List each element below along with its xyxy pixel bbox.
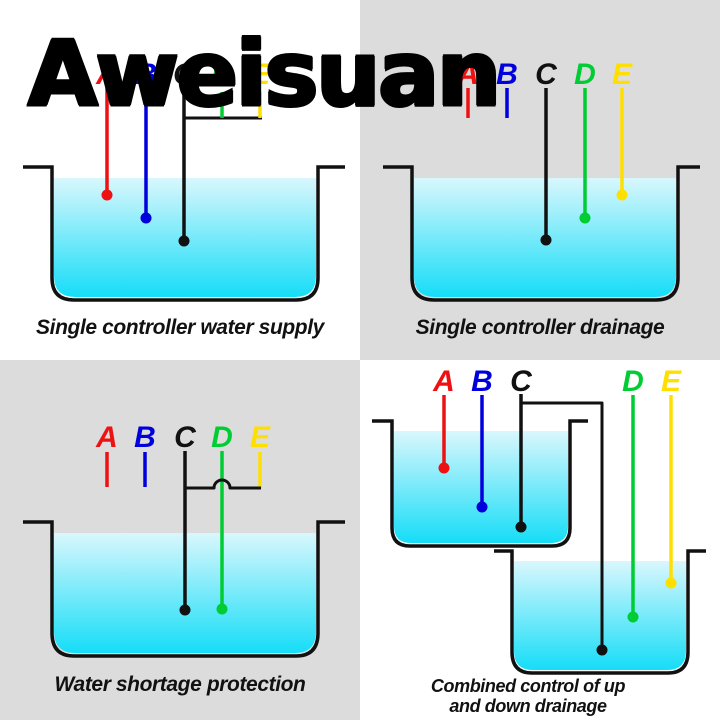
jumper-line-with-hop [185,478,261,490]
probe-label-a: A [95,58,118,91]
upper-tank-outline [372,419,588,548]
lower-water-fill [514,561,686,670]
caption-combined-control-line2: and down drainage [449,696,607,716]
probe-c-tip [540,234,552,246]
probe-c-lower-tip [596,644,608,656]
probe-label-b: B [134,421,156,454]
diagram-single-controller-water-supply: A B C D E [23,58,345,302]
probe-label-a: A [95,421,118,454]
probe-c-upper-tip [515,521,527,533]
probe-label-a: A [456,58,479,91]
caption-water-shortage-protection: Water shortage protection [54,673,306,696]
probe-label-e: E [661,365,682,398]
probe-label-d: D [211,421,233,454]
probe-label-c: C [510,365,533,398]
tank-outline [383,165,700,302]
probe-label-b: B [496,58,518,91]
probe-label-c: C [173,58,196,91]
caption-single-controller-water-supply: Single controller water supply [36,316,324,339]
probe-label-e: E [250,58,271,91]
probe-c-tip [178,235,190,247]
probe-e-tip [665,577,677,589]
caption-combined-control-line1: Combined control of up [430,676,626,696]
probe-label-b: B [135,58,157,91]
probe-label-e: E [250,421,271,454]
probe-a-tip [438,462,450,474]
diagram-combined-control: A B C D E [372,365,706,675]
diagram-single-controller-drainage: A B C D E [383,58,700,302]
probe-d-tip [579,212,591,224]
probe-label-d: D [211,58,233,91]
probe-b-tip [140,212,152,224]
probe-label-e: E [612,58,633,91]
caption-single-controller-drainage: Single controller drainage [415,316,665,339]
probe-label-c: C [535,58,558,91]
tank-outline [23,520,345,658]
probe-e-tip [616,189,628,201]
probe-c-branch-wire [521,401,604,650]
probe-label-d: D [574,58,596,91]
probe-c-tip [179,604,191,616]
lower-tank-outline [494,549,706,675]
caption-combined-control: Combined control of up and down drainage [368,676,688,716]
probe-a-tip [101,189,113,201]
probe-d-tip [216,603,228,615]
probe-b-tip [476,501,488,513]
tank-outline [23,165,345,302]
probe-d-tip [627,611,639,623]
probe-label-d: D [622,365,644,398]
diagram-water-shortage-protection: A B C D E [23,421,345,658]
brand-watermark: Aweisuan [26,22,502,127]
probe-label-c: C [174,421,197,454]
probe-label-b: B [471,365,493,398]
probe-label-a: A [432,365,455,398]
